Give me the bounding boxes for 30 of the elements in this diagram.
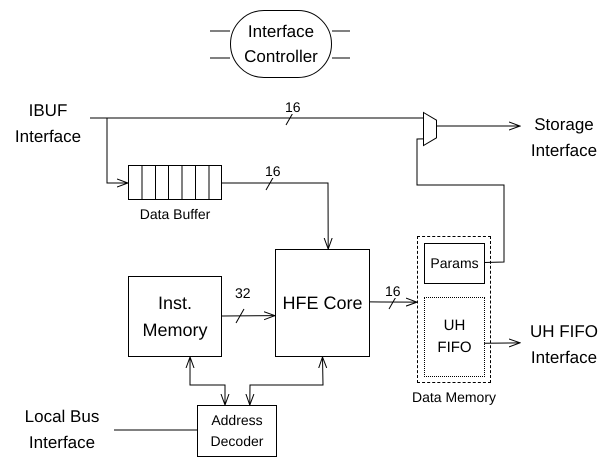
- block-label: HFE Core: [281, 292, 364, 314]
- block-label: Data Buffer: [138, 205, 212, 224]
- process-box: [128, 276, 222, 357]
- block-label: Params: [430, 254, 479, 273]
- block-label: Data Memory: [410, 388, 498, 407]
- process-box: [197, 405, 277, 457]
- process-box: [424, 243, 485, 284]
- interface-label: Storage Interface: [520, 112, 608, 164]
- edge-label: 16: [384, 284, 402, 298]
- controller-block: [230, 10, 332, 78]
- block-label: Address Decoder: [210, 411, 264, 451]
- connector-arrow: [90, 118, 128, 188]
- connector-arrow: [222, 311, 276, 320]
- fifo-region: [424, 297, 485, 377]
- process-box: [275, 249, 370, 357]
- edge-label: 16: [264, 164, 282, 178]
- block-label: Interface Controller: [243, 20, 319, 68]
- block-label: UH FIFO: [436, 316, 473, 358]
- connector-arrow: [222, 182, 333, 250]
- interface-label: Local Bus Interface: [10, 404, 114, 456]
- connector-arrow: [436, 122, 520, 131]
- connector-arrow: [245, 356, 328, 406]
- block-label: Inst. Memory: [141, 292, 208, 342]
- connector-arrow: [186, 356, 230, 406]
- interface-label: UH FIFO Interface: [520, 318, 608, 372]
- connector-arrow: [370, 298, 418, 307]
- connector-arrow: [484, 338, 520, 348]
- interface-label: IBUF Interface: [6, 98, 90, 150]
- edge-label: 32: [234, 286, 252, 300]
- edge-label: 16: [284, 100, 302, 114]
